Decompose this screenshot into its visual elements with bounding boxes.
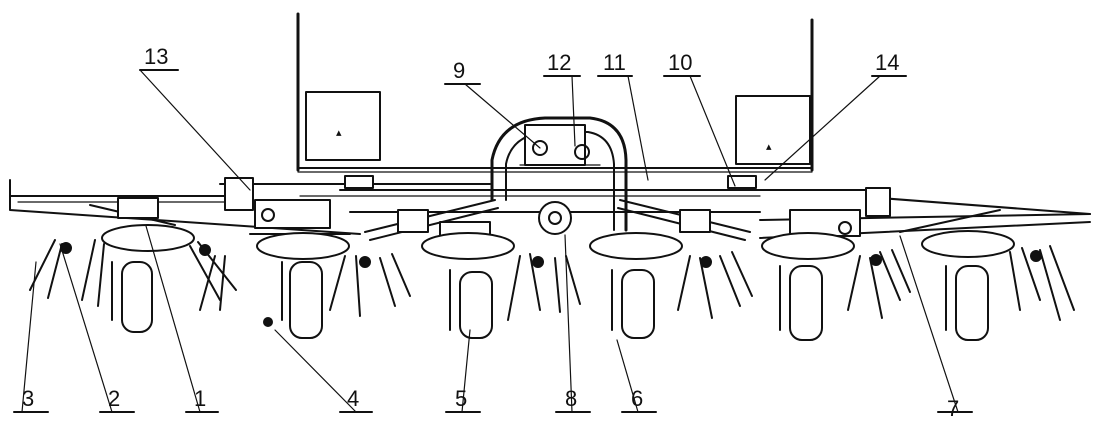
callout-13: 13 [144,44,168,69]
gearbox-blocks [117,175,891,241]
callout-2: 2 [108,386,120,411]
tine-arms [29,239,1075,327]
callout-8: 8 [565,386,577,411]
callout-11: 11 [603,50,626,75]
callout-9: 9 [453,58,465,83]
callout-6: 6 [631,386,643,411]
wheels [111,261,989,341]
callout-14: 14 [875,50,899,75]
rotor-discs [101,224,1015,260]
callout-7: 7 [947,396,959,421]
callout-3: 3 [22,386,34,411]
upper-frame: ▴ ▴ [296,12,814,173]
callout-labels: 1 2 3 4 5 6 7 8 9 10 11 12 13 14 [22,44,959,421]
callout-5: 5 [455,386,467,411]
svg-text:▴: ▴ [336,127,342,139]
leader-lines [13,69,973,413]
central-arch [490,116,628,235]
callout-12: 12 [547,50,571,75]
callout-4: 4 [347,386,359,411]
callout-1: 1 [194,386,206,411]
svg-text:▴: ▴ [766,141,772,153]
callout-10: 10 [668,50,692,75]
